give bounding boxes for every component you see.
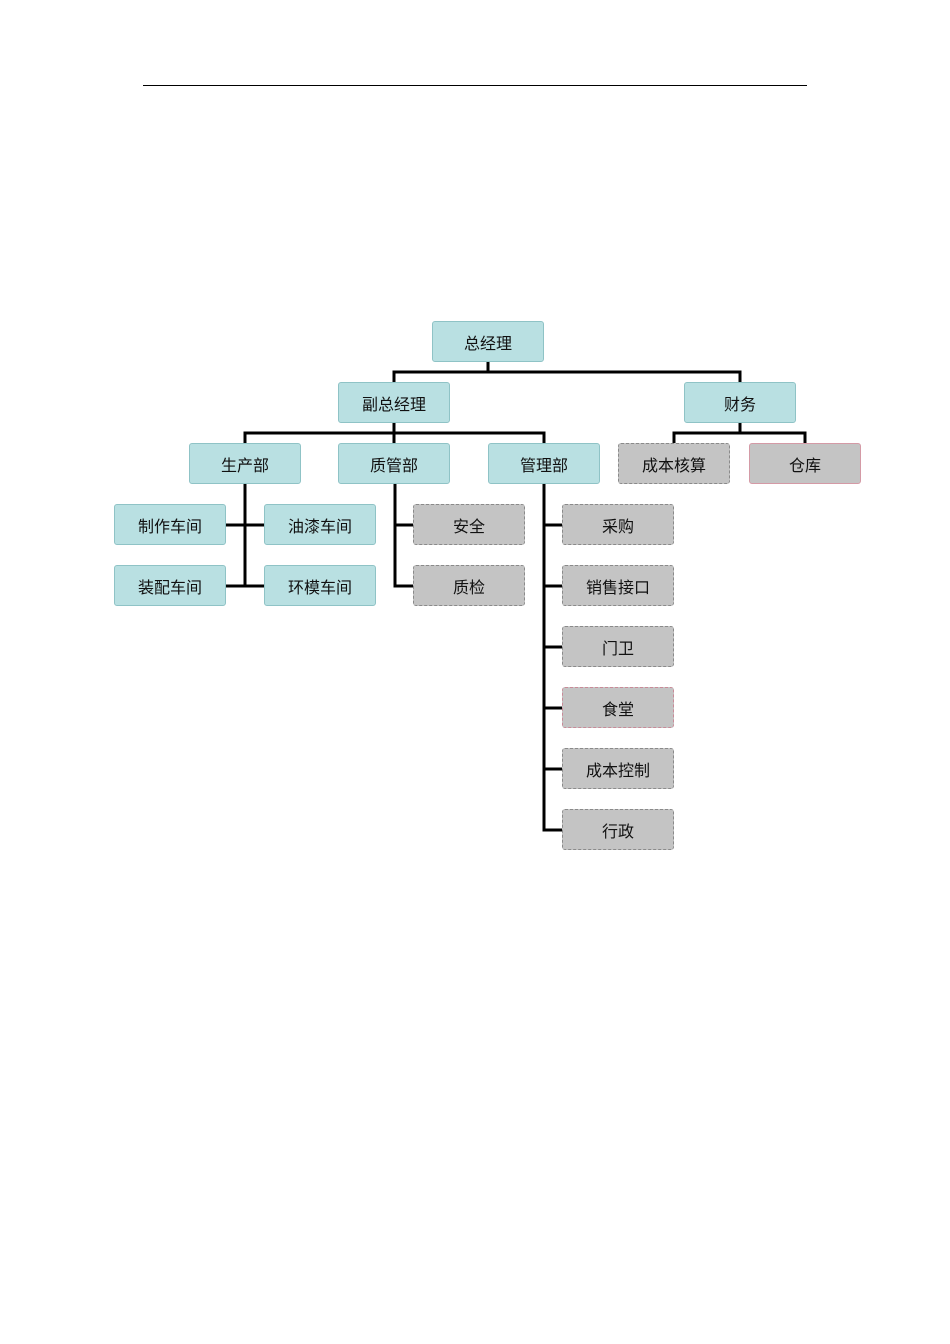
node-general-manager: 总经理 [432,321,544,362]
node-purchasing: 采购 [562,504,674,545]
node-sales-interface: 销售接口 [562,565,674,606]
node-deputy-general-manager: 副总经理 [338,382,450,423]
node-painting-workshop: 油漆车间 [264,504,376,545]
node-canteen: 食堂 [562,687,674,728]
node-quality-dept: 质管部 [338,443,450,484]
node-assembly-workshop: 装配车间 [114,565,226,606]
header-rule [143,85,807,86]
node-gate-guard: 门卫 [562,626,674,667]
node-fabrication-workshop: 制作车间 [114,504,226,545]
node-finance: 财务 [684,382,796,423]
node-cost-accounting: 成本核算 [618,443,730,484]
node-ring-die-workshop: 环模车间 [264,565,376,606]
node-quality-inspection: 质检 [413,565,525,606]
node-warehouse: 仓库 [749,443,861,484]
node-safety: 安全 [413,504,525,545]
node-production-dept: 生产部 [189,443,301,484]
node-cost-control: 成本控制 [562,748,674,789]
node-management-dept: 管理部 [488,443,600,484]
node-administration: 行政 [562,809,674,850]
